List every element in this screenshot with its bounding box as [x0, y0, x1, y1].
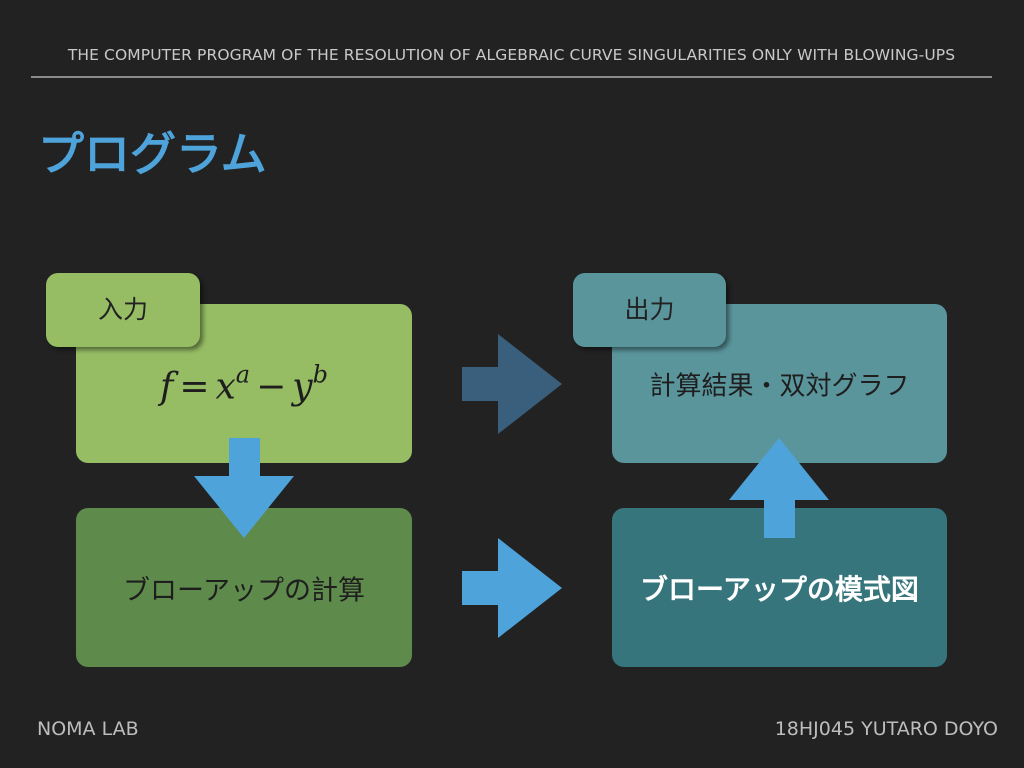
formula-minus: −: [256, 366, 287, 407]
input-tab: 入力: [46, 273, 200, 347]
formula: f=xa−yb: [76, 360, 412, 407]
blowup-calculation-box: ブローアップの計算: [76, 508, 412, 667]
output-label: 計算結果・双対グラフ: [649, 371, 910, 401]
slide-title: プログラム: [38, 127, 267, 181]
arrow-right-icon: [462, 538, 562, 638]
input-box: f=xa−yb: [76, 304, 412, 463]
arrow-down-icon: [194, 438, 294, 538]
formula-exponent-a: a: [235, 360, 251, 388]
formula-f: f: [159, 366, 174, 407]
blowup-diagram-label: ブローアップの模式図: [640, 572, 919, 606]
formula-x: x: [215, 366, 236, 407]
arrow-up-icon: [729, 438, 829, 538]
formula-exponent-b: b: [312, 360, 328, 388]
formula-y: y: [292, 366, 313, 407]
header-divider: [31, 76, 992, 78]
formula-equals: =: [179, 366, 210, 407]
input-tab-label: 入力: [97, 295, 148, 324]
blowup-calculation-label: ブローアップの計算: [123, 575, 365, 606]
output-tab: 出力: [573, 273, 726, 347]
output-tab-label: 出力: [624, 295, 675, 324]
footer-lab-name: NOMA LAB: [37, 718, 139, 740]
arrow-right-dark-icon: [462, 334, 562, 434]
footer-author: 18HJ045 YUTARO DOYO: [774, 718, 998, 740]
header-text: THE COMPUTER PROGRAM OF THE RESOLUTION O…: [67, 46, 956, 64]
